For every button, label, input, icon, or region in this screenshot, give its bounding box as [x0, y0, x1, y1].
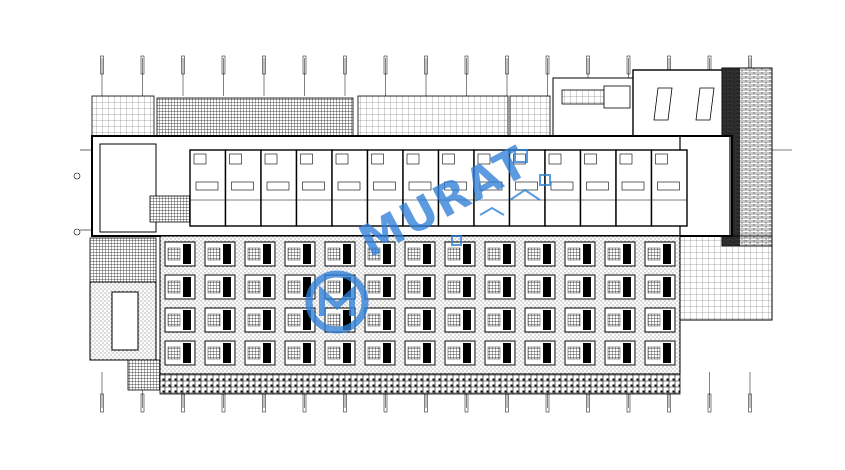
facade-bay [484, 307, 516, 333]
facade-bay [444, 340, 476, 366]
facade-bay [444, 274, 476, 300]
grid-axis-marker [545, 55, 550, 96]
grid-axis-marker [383, 55, 388, 96]
grid-axis-marker [505, 55, 509, 96]
facade-bay [404, 340, 436, 366]
facade-bay [364, 274, 396, 300]
grid-axis-marker [181, 55, 185, 96]
room-module [615, 149, 653, 227]
facade-bay [324, 241, 356, 267]
facade-bay [644, 307, 676, 333]
facade-bay [484, 241, 516, 267]
room-module [437, 149, 475, 227]
facade-bay [244, 241, 276, 267]
facade-bay [564, 241, 596, 267]
facade-bay [604, 340, 636, 366]
grid-axis-marker [140, 55, 145, 96]
facade-bay [164, 241, 196, 267]
facade-bay [244, 307, 276, 333]
facade-bay [284, 307, 316, 333]
watermark-graphic [451, 149, 551, 246]
grid-axis-marker [424, 55, 428, 96]
facade-bay [644, 274, 676, 300]
facade-bay [644, 241, 676, 267]
room-module [260, 149, 298, 227]
watermark-logo [305, 270, 369, 334]
grid-axis-marker [748, 372, 752, 413]
facade-bay [364, 241, 396, 267]
facade-bay [204, 274, 236, 300]
grid-axis-marker [343, 55, 347, 96]
room-modules [189, 149, 688, 227]
facade-bay [604, 241, 636, 267]
room-module [473, 149, 511, 227]
facade-bay [364, 307, 396, 333]
facade-bay [284, 340, 316, 366]
grid-axis-marker [262, 55, 266, 96]
facade-bay [404, 274, 436, 300]
facade-bay [204, 241, 236, 267]
roof-zone [91, 67, 773, 247]
room-module [579, 149, 617, 227]
room-module [189, 149, 227, 227]
room-module [295, 149, 333, 227]
grid-axis-marker [302, 55, 307, 96]
facade-bay [564, 307, 596, 333]
facade-bay [164, 307, 196, 333]
facade-bay [524, 274, 556, 300]
facade-bay [604, 274, 636, 300]
facade-bay [564, 274, 596, 300]
facade-bay [164, 340, 196, 366]
grid-axis-marker [464, 55, 469, 96]
facade-bay [164, 274, 196, 300]
room-module [402, 149, 440, 227]
facade-bay [524, 340, 556, 366]
room-module [224, 149, 262, 227]
room-module [331, 149, 369, 227]
grid-axis-marker [100, 55, 104, 96]
facade-bay [564, 340, 596, 366]
facade-bay [524, 241, 556, 267]
facade-bay [244, 340, 276, 366]
grid-axis-marker [100, 372, 104, 413]
grid-axis-marker [707, 372, 712, 413]
room-module [650, 149, 688, 227]
facade-bay [204, 307, 236, 333]
facade-bay [324, 340, 356, 366]
grid-axis-marker [221, 55, 226, 96]
facade-bay [444, 307, 476, 333]
facade-bay [284, 241, 316, 267]
facade-bay [524, 307, 556, 333]
facade-bay [484, 340, 516, 366]
facade-bay [604, 307, 636, 333]
facade-bay [364, 340, 396, 366]
facade-bay [404, 307, 436, 333]
facade-bay [484, 274, 516, 300]
facade-bay [404, 241, 436, 267]
facade-bay [204, 340, 236, 366]
facade-bay [644, 340, 676, 366]
room-module [544, 149, 582, 227]
facade-bay [244, 274, 276, 300]
